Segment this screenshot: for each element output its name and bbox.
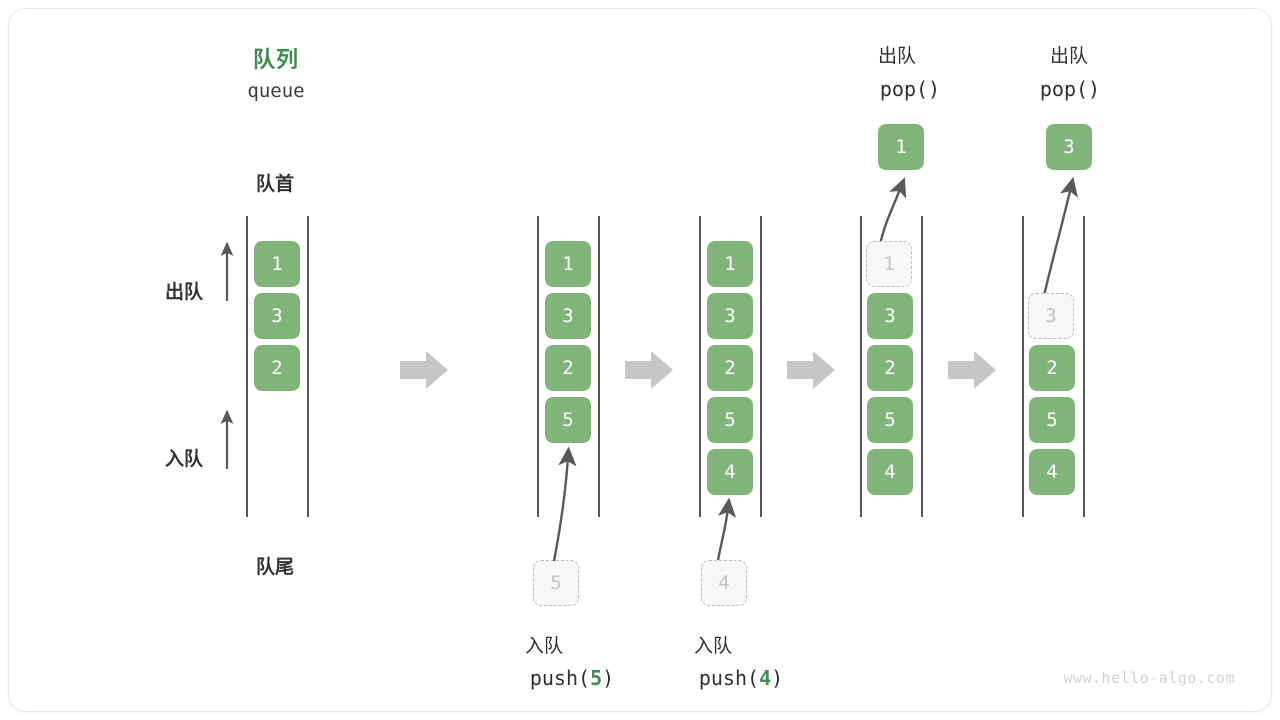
step-arrow-icon (787, 351, 835, 389)
push-caption-code: push(5) (530, 666, 614, 690)
pop-arrow-icon (878, 177, 907, 246)
push-caption-cn: 入队 (693, 636, 733, 657)
push-caption-cn: 入队 (524, 636, 564, 657)
queue-cell: 1 (707, 241, 753, 287)
rail-right (760, 216, 762, 517)
popped-element: 1 (878, 124, 924, 170)
incoming-element-ghost: 5 (533, 560, 579, 606)
queue-cell: 1 (545, 241, 591, 287)
push-code-suffix: ) (602, 666, 615, 690)
pop-header-cn: 出队 (1049, 46, 1089, 67)
enqueue-side-label: 入队 (164, 449, 204, 470)
queue-cell: 2 (1029, 345, 1075, 391)
rail-left (537, 216, 539, 517)
queue-cell: 5 (867, 397, 913, 443)
push-code-suffix: ) (771, 666, 784, 690)
pop-header-cn: 出队 (877, 46, 917, 67)
rail-left (860, 216, 862, 517)
rail-left (699, 216, 701, 517)
pop-header-code: pop() (879, 77, 941, 101)
rail-left (1022, 216, 1024, 517)
pop-header-code: pop() (1039, 77, 1101, 101)
rail-right (598, 216, 600, 517)
queue-cell: 5 (707, 397, 753, 443)
queue-cell: 4 (1029, 449, 1075, 495)
pop-arrow-icon (1041, 176, 1078, 301)
rail-right (307, 216, 309, 517)
queue-cell: 3 (867, 293, 913, 339)
rail-right (1083, 216, 1085, 517)
step-arrow-icon (400, 351, 448, 389)
push-caption-code: push(4) (699, 666, 783, 690)
queue-cell: 2 (867, 345, 913, 391)
queue-cell: 2 (254, 345, 300, 391)
incoming-element-ghost: 4 (701, 560, 747, 606)
push-code-prefix: push( (529, 666, 591, 690)
rail-left (246, 216, 248, 517)
rear-label: 队尾 (255, 557, 295, 578)
push-arrow-icon (552, 446, 577, 562)
queue-cell: 3 (707, 293, 753, 339)
push-code-arg: 4 (759, 666, 772, 690)
watermark: www.hello-algo.com (1063, 669, 1235, 687)
enqueue-up-arrow-icon (220, 409, 234, 469)
queue-cell: 3 (545, 293, 591, 339)
push-arrow-icon (716, 497, 737, 561)
queue-cell: 3 (254, 293, 300, 339)
queue-cell: 2 (707, 345, 753, 391)
rail-right (921, 216, 923, 517)
queue-cell: 5 (1029, 397, 1075, 443)
figure-card: 队列 queue 队首 队尾 出队 入队 1 3 2 (8, 8, 1272, 712)
front-label: 队首 (255, 174, 295, 195)
figure-title-cn: 队列 (252, 47, 300, 72)
queue-cell-removed: 1 (866, 241, 912, 287)
figure-title-en: queue (247, 80, 305, 102)
push-code-prefix: push( (698, 666, 760, 690)
step-arrow-icon (625, 351, 673, 389)
queue-cell-new: 4 (707, 449, 753, 495)
dequeue-side-label: 出队 (164, 282, 204, 303)
step-arrow-icon (948, 351, 996, 389)
queue-cell: 4 (867, 449, 913, 495)
popped-element: 3 (1046, 124, 1092, 170)
queue-cell: 1 (254, 241, 300, 287)
dequeue-up-arrow-icon (220, 241, 234, 301)
queue-cell-removed: 3 (1028, 293, 1074, 339)
queue-cell: 2 (545, 345, 591, 391)
queue-cell-new: 5 (545, 397, 591, 443)
push-code-arg: 5 (590, 666, 603, 690)
